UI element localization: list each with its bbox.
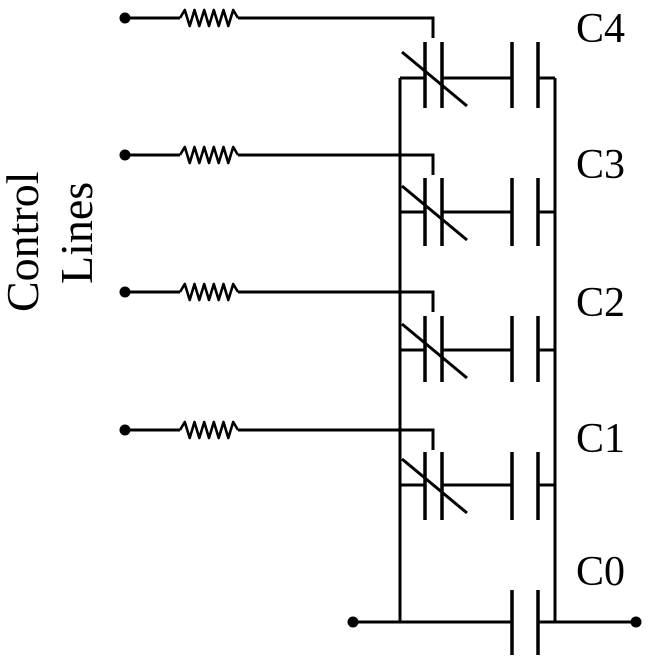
left-terminal-dot bbox=[347, 616, 359, 628]
varactor-variable-arrow bbox=[401, 184, 468, 242]
label-c2: C2 bbox=[576, 280, 625, 326]
control-wire-to-varactor bbox=[238, 290, 435, 312]
resistor-icon bbox=[178, 145, 240, 165]
label-c0: C0 bbox=[576, 549, 625, 595]
control-stage-c3: C3 bbox=[119, 142, 625, 246]
resistor-icon bbox=[178, 8, 240, 28]
side-label-control: Control bbox=[0, 171, 48, 312]
control-wire-to-varactor bbox=[238, 153, 435, 175]
varactor-variable-arrow bbox=[401, 457, 468, 515]
varactor-variable-arrow bbox=[401, 322, 468, 380]
control-stage-c4: C4 bbox=[119, 6, 625, 108]
side-label-lines: Lines bbox=[51, 182, 102, 284]
control-wire-to-varactor bbox=[238, 16, 435, 38]
control-wire-to-varactor bbox=[238, 428, 435, 450]
resistor-icon bbox=[178, 282, 240, 302]
right-terminal-dot bbox=[630, 616, 642, 628]
label-c4: C4 bbox=[576, 6, 625, 52]
label-c1: C1 bbox=[576, 416, 625, 462]
label-c3: C3 bbox=[576, 142, 625, 188]
control-stage-c1: C1 bbox=[119, 416, 625, 520]
resistor-icon bbox=[178, 420, 240, 440]
varactor-variable-arrow bbox=[401, 50, 468, 108]
control-stage-c2: C2 bbox=[119, 280, 625, 382]
capacitor-c0 bbox=[510, 590, 540, 655]
